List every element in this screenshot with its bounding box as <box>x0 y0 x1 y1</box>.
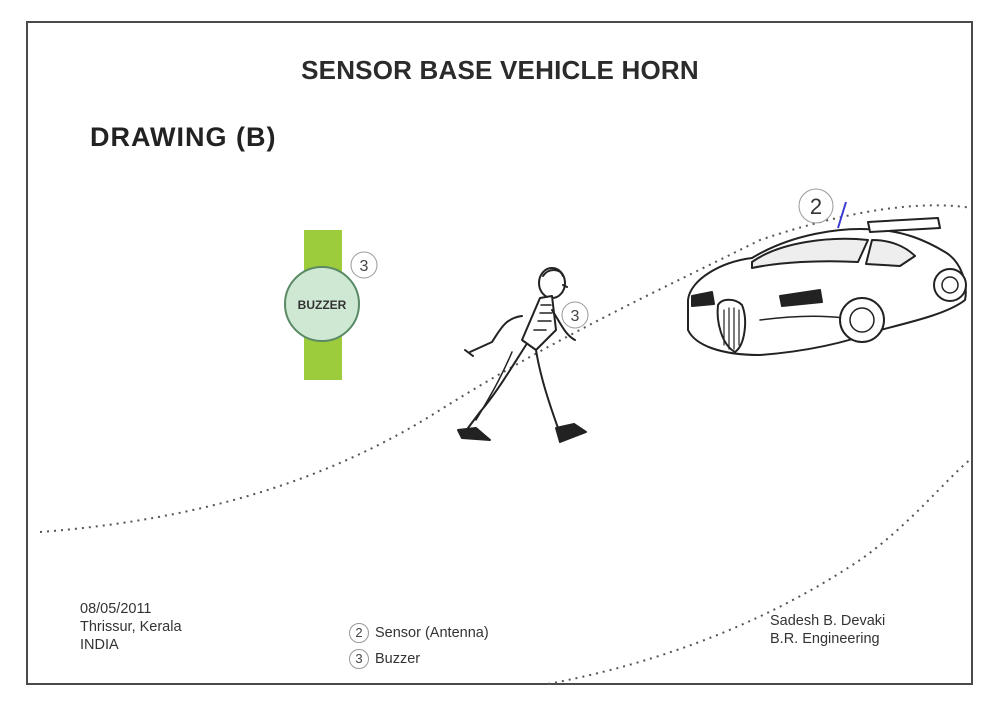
sensor-range-upper-curve <box>39 204 973 533</box>
car-spoiler <box>867 217 941 233</box>
man-front-shoe <box>555 423 587 443</box>
car-right-headlight <box>779 289 823 307</box>
legend-number: 2 <box>349 623 369 643</box>
man-front-arm <box>551 309 576 341</box>
car-illustration <box>687 217 967 356</box>
callout-buzzer-person-number: 3 <box>571 308 580 325</box>
buzzer-label: BUZZER <box>298 298 347 312</box>
sensor-antenna <box>837 201 847 229</box>
car-windshield <box>751 237 869 269</box>
man-back-leg <box>467 344 527 429</box>
footer-place: Thrissur, Kerala <box>80 619 182 635</box>
callout-sensor: 2 <box>798 188 834 224</box>
legend-label: Buzzer <box>375 651 421 667</box>
callout-buzzer-person: 3 <box>561 301 589 329</box>
man-back-shoe <box>457 427 491 441</box>
callout-buzzer-watch-number: 3 <box>360 258 369 275</box>
car-rear-wheel <box>933 268 967 302</box>
legend-item-sensor: 2 Sensor (Antenna) <box>349 620 489 646</box>
author-name: Sadesh B. Devaki <box>770 613 886 629</box>
footer-author: Sadesh B. Devaki B.R. Engineering <box>770 612 885 648</box>
walking-man-illustration <box>457 267 587 443</box>
drawing-title: SENSOR BASE VEHICLE HORN <box>301 55 699 85</box>
car-side-window <box>865 239 916 267</box>
car-left-headlight <box>691 291 715 307</box>
footer-date: 08/05/2011 <box>80 601 152 617</box>
legend-label: Sensor (Antenna) <box>375 625 489 641</box>
legend: 2 Sensor (Antenna) 3 Buzzer <box>349 620 489 672</box>
man-torso <box>521 295 557 351</box>
callout-sensor-number: 2 <box>810 194 822 219</box>
drawing-sheet <box>26 21 973 685</box>
buzzer-face <box>284 266 360 342</box>
wrist-buzzer: BUZZER <box>284 230 360 380</box>
sensor-range-lower-curve <box>547 457 973 685</box>
legend-item-buzzer: 3 Buzzer <box>349 646 489 672</box>
footer-country: INDIA <box>80 637 119 653</box>
man-back-arm <box>469 315 523 353</box>
callout-buzzer-watch: 3 <box>350 251 378 279</box>
legend-number: 3 <box>349 649 369 669</box>
car-front-wheel <box>839 297 885 343</box>
man-front-leg <box>535 349 559 429</box>
drawing-subtitle: DRAWING (B) <box>90 122 277 152</box>
author-organization: B.R. Engineering <box>770 631 880 647</box>
footer-date-location: 08/05/2011 Thrissur, Kerala INDIA <box>80 600 182 654</box>
